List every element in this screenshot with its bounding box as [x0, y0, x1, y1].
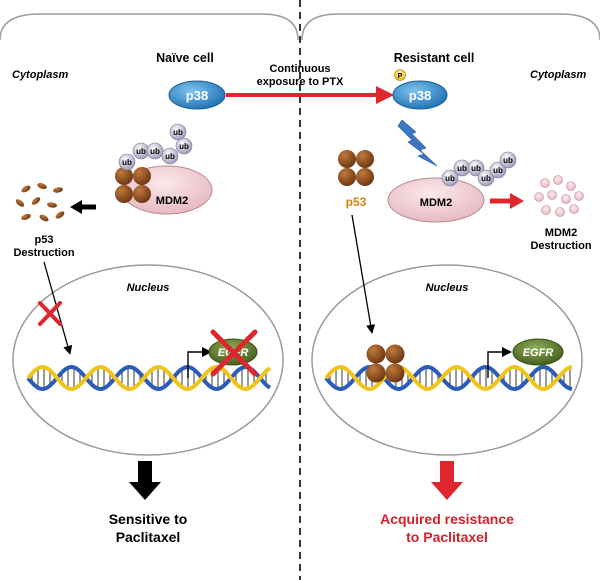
svg-text:ub: ub: [445, 174, 455, 183]
outcome-arrow-left: [129, 482, 161, 500]
exposure-label-line2: exposure to PTX: [257, 76, 344, 88]
phospho-group: [394, 69, 406, 81]
mdm2-left-label: MDM2: [156, 195, 188, 207]
right-nucleus: [311, 264, 583, 456]
left-nucleus-label: Nucleus: [127, 282, 170, 294]
resistant-cell-title: Resistant cell: [394, 51, 475, 65]
outcome-left-line1: Sensitive to: [109, 511, 188, 527]
left-cell-membrane: [0, 13, 299, 41]
p53-tetramer-nuclear: [366, 344, 405, 383]
p53-destruction-line1: p53: [35, 234, 54, 246]
svg-text:ub: ub: [481, 174, 491, 183]
svg-text:ub: ub: [503, 156, 513, 165]
mdm2-right-label: MDM2: [420, 197, 452, 209]
mdm2-fragments: [534, 175, 584, 217]
right-cytoplasm-label: Cytoplasm: [530, 69, 586, 81]
exposure-arrow-head: [376, 86, 394, 104]
svg-text:ub: ub: [457, 164, 467, 173]
p53-fragments: [15, 183, 65, 222]
mdm2-destruction-line1: MDM2: [545, 227, 577, 239]
outcome-arrow-right: [431, 482, 463, 500]
outcome-right-line1: Acquired resistance: [380, 511, 514, 527]
egfr-blocked-x-mark: [210, 329, 258, 377]
ubiquitin-chain-right: ub ub ub ub ub ub: [441, 151, 517, 187]
lightning-bolt-icon: [397, 119, 438, 167]
p53-translocation-arrow: [351, 214, 376, 334]
outcome-right-line2: to Paclitaxel: [406, 529, 488, 545]
p38-left-protein: [168, 80, 226, 110]
outcome-left-line2: Paclitaxel: [116, 529, 181, 545]
p38-right-protein: [392, 80, 448, 110]
p38-right-label: p38: [409, 88, 431, 103]
svg-text:ub: ub: [493, 166, 503, 175]
svg-text:ub: ub: [122, 158, 132, 167]
mdm2-degradation-arrow: [510, 193, 524, 209]
mdm2-right: [387, 177, 485, 223]
promoter-arrow-left: [187, 351, 203, 378]
svg-text:ub: ub: [150, 147, 160, 156]
svg-text:ub: ub: [165, 152, 175, 161]
phospho-label: P: [398, 73, 403, 80]
egfr-right: [512, 338, 564, 366]
dna-helix-left: [26, 364, 272, 392]
ubiquitin-chain-left: ub ub ub ub ub ub: [118, 123, 193, 171]
naive-cell-title: Naïve cell: [156, 51, 214, 65]
svg-text:ub: ub: [471, 164, 481, 173]
promoter-arrow-right: [487, 351, 503, 378]
blocked-x-mark: [38, 301, 62, 326]
svg-text:ub: ub: [179, 142, 189, 151]
dna-helix-right: [324, 364, 573, 392]
svg-text:ub: ub: [136, 147, 146, 156]
p38-left-label: p38: [186, 88, 208, 103]
svg-text:ub: ub: [173, 128, 183, 137]
right-nucleus-label: Nucleus: [426, 282, 469, 294]
degradation-arrow-left: [70, 200, 82, 214]
p53-right-label: p53: [346, 195, 367, 209]
p53-tetramer-left: [115, 167, 151, 203]
left-cytoplasm-label: Cytoplasm: [12, 69, 68, 81]
p53-destruction-line2: Destruction: [13, 247, 74, 259]
mdm2-destruction-line2: Destruction: [530, 240, 591, 252]
p53-tetramer-right: [338, 150, 374, 186]
egfr-right-label: EGFR: [523, 347, 554, 359]
left-nucleus: [12, 264, 284, 456]
right-cell-membrane: [301, 13, 600, 41]
exposure-label-line1: Continuous: [269, 63, 330, 75]
